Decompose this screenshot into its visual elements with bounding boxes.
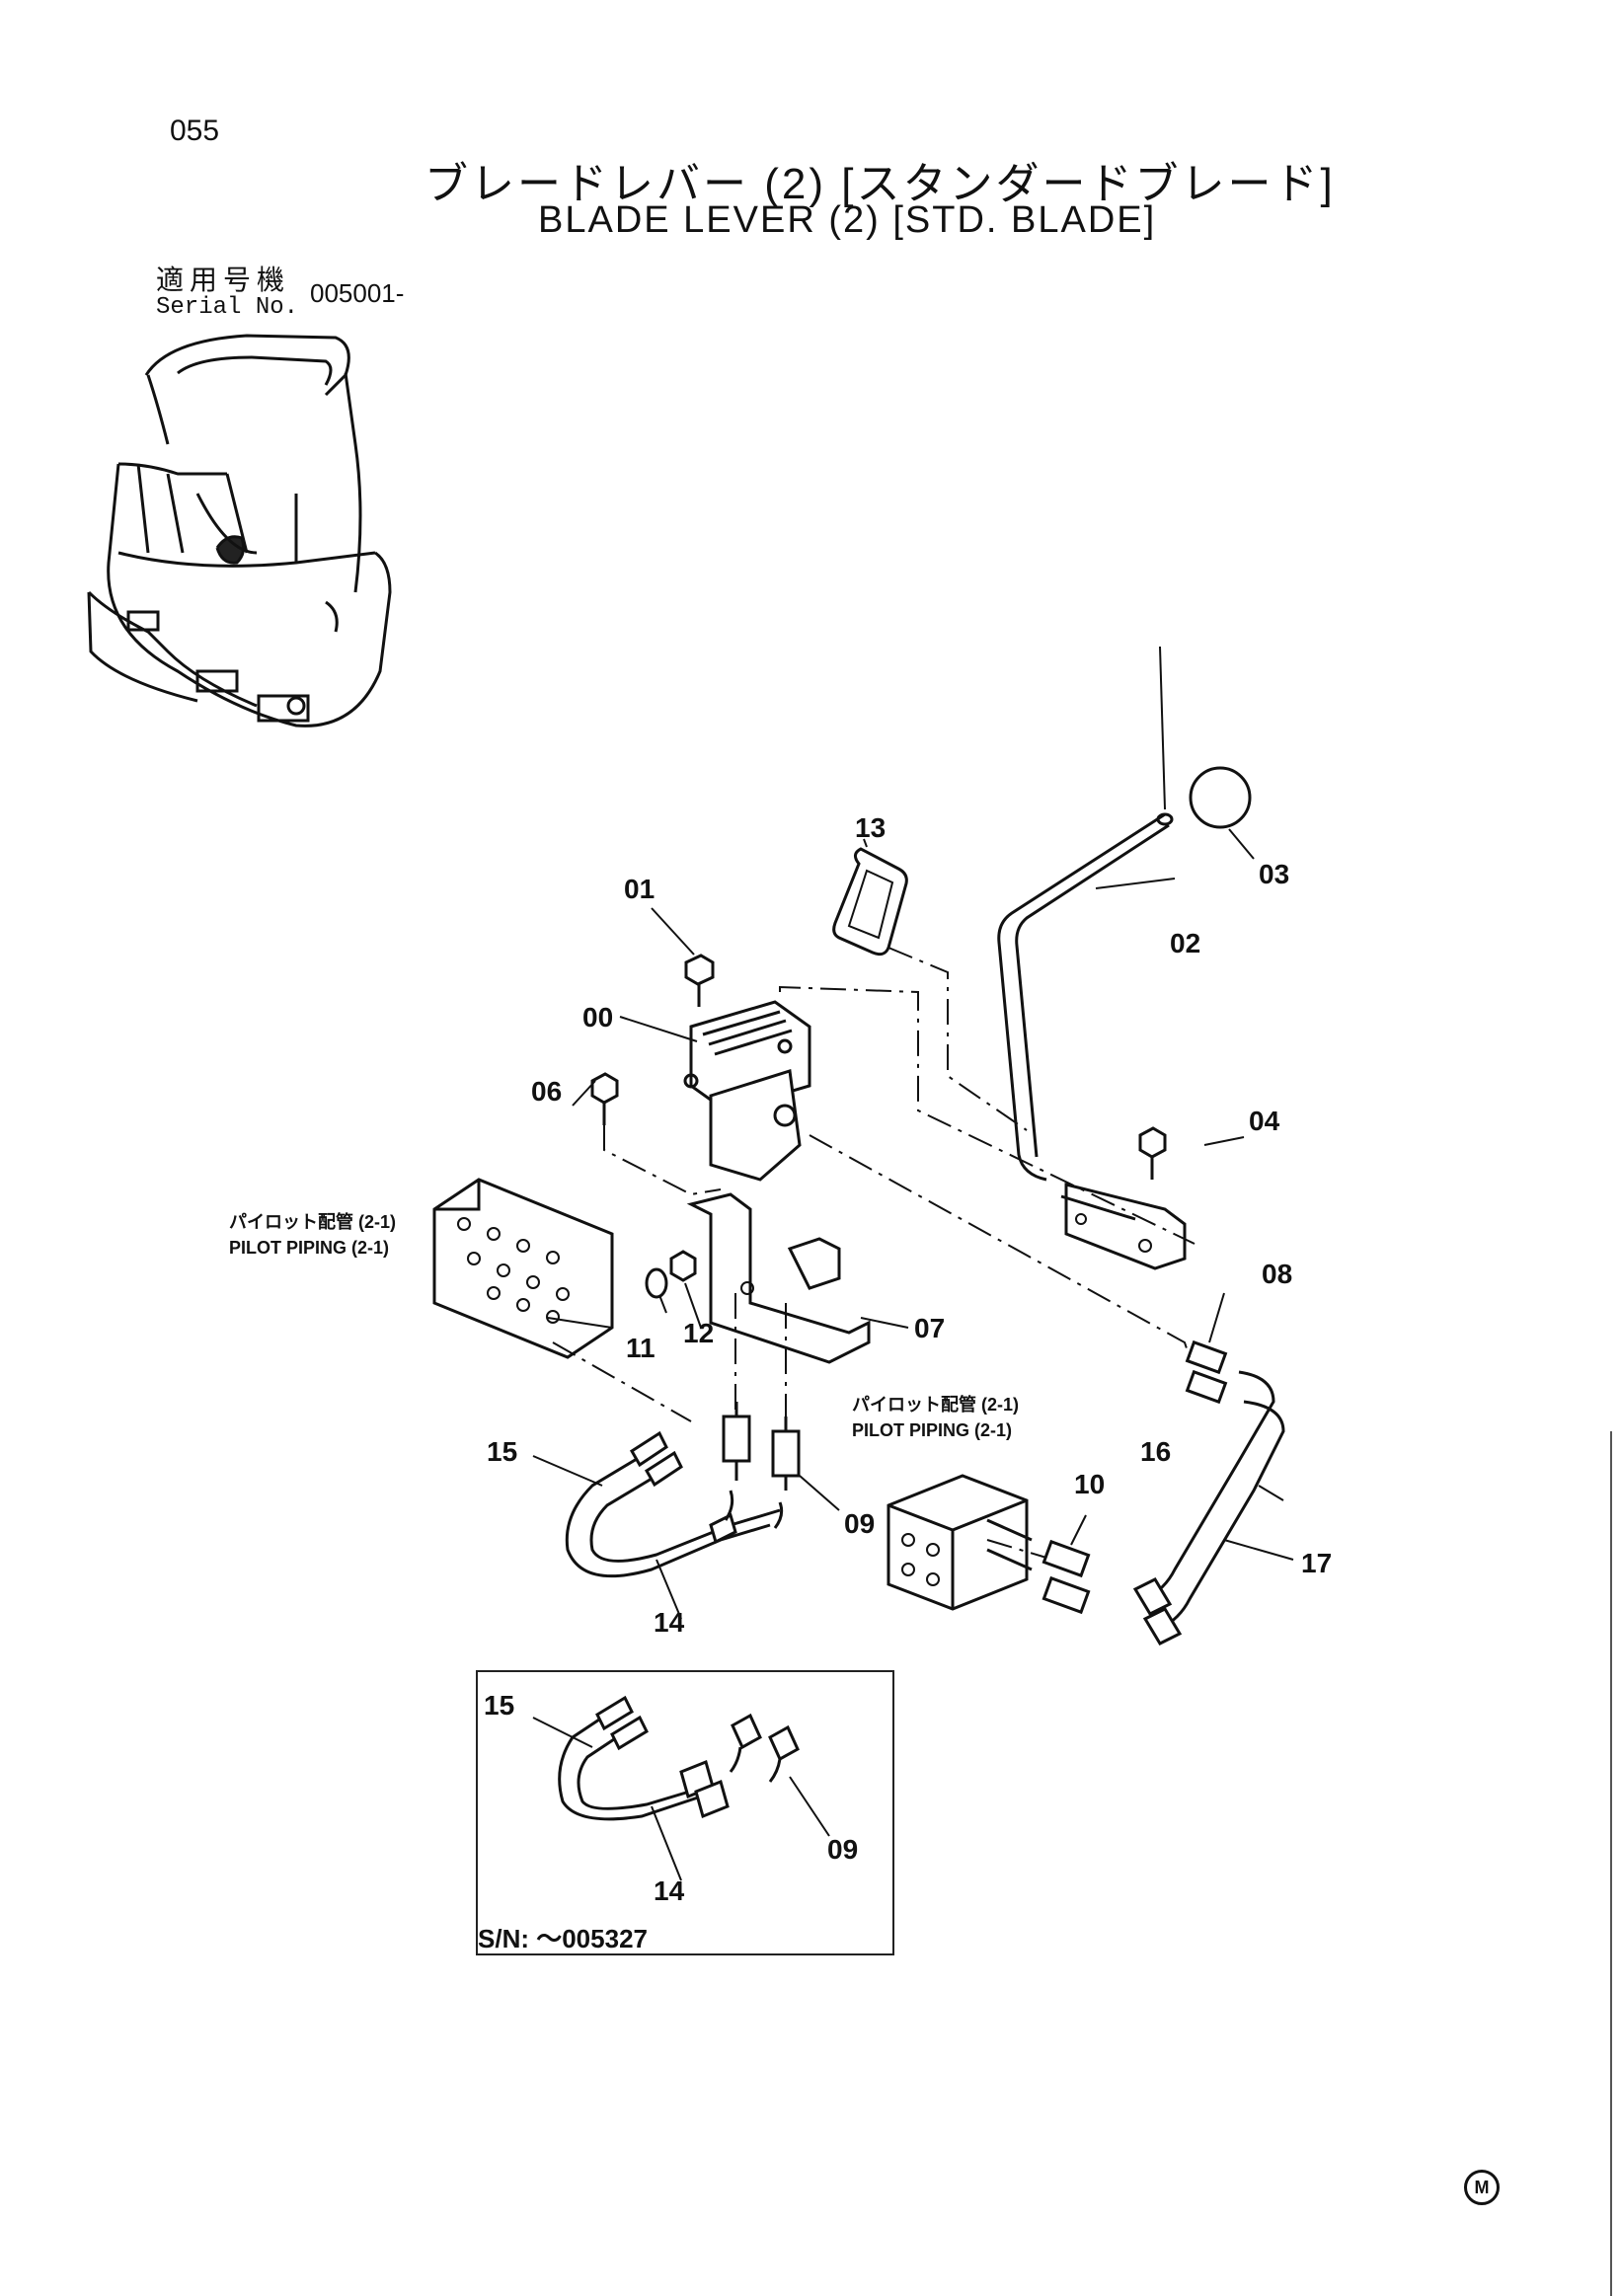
pilot-hoses-16-17 [1132, 1370, 1285, 1645]
xref-pilot-piping-right: パイロット配管 (2-1) PILOT PIPING (2-1) [852, 1392, 1019, 1443]
adapter-fittings [722, 1402, 801, 1491]
serial-label-japanese: 適用号機 [156, 265, 291, 295]
hex-nut [669, 1250, 697, 1282]
serial-label-english: Serial No. [156, 294, 299, 321]
inset-hose-detail [532, 1695, 830, 1881]
xref-right-japanese: パイロット配管 (2-1) [852, 1395, 1020, 1415]
hex-bolt-06 [590, 1072, 619, 1125]
serial-number-value: 005001- [310, 278, 405, 308]
pilot-block-left [432, 1178, 614, 1359]
inset-callout-14: 14 [654, 1875, 685, 1906]
page-title-japanese: ブレードレバー (2) [スタンダードブレード] [424, 160, 1336, 208]
connector-fittings-10 [1041, 1539, 1091, 1615]
callout-15: 15 [487, 1436, 518, 1467]
pilot-block-right [887, 1474, 1033, 1611]
xref-right-english: PILOT PIPING (2-1) [852, 1420, 1013, 1440]
callout-04: 04 [1249, 1106, 1280, 1136]
callout-10: 10 [1074, 1469, 1106, 1499]
callout-12: 12 [683, 1318, 715, 1348]
callout-00: 00 [582, 1002, 614, 1033]
callout-leader-lines [532, 646, 1294, 1620]
elbow-connectors-08 [1185, 1339, 1228, 1405]
callout-07: 07 [914, 1313, 946, 1343]
lever-knob [1189, 766, 1252, 829]
pilot-valve [683, 1000, 811, 1182]
callout-13: 13 [855, 812, 887, 843]
inset-callout-09: 09 [827, 1834, 859, 1865]
callout-09: 09 [844, 1508, 876, 1539]
maker-mark-icon: M [1464, 2170, 1500, 2205]
callout-06: 06 [531, 1076, 563, 1107]
inset-callout-15: 15 [484, 1690, 515, 1721]
washer [645, 1267, 668, 1299]
xref-pilot-piping-left: パイロット配管 (2-1) PILOT PIPING (2-1) [229, 1209, 396, 1261]
page-title-english: BLADE LEVER (2) [STD. BLADE] [538, 199, 1157, 241]
callout-03: 03 [1259, 859, 1290, 889]
rubber-boot-seal [832, 847, 908, 957]
inset-serial-range-label: S/N: ～005327 [478, 1924, 648, 1953]
hex-bolt-04 [1138, 1126, 1167, 1180]
xref-left-japanese: パイロット配管 (2-1) [229, 1212, 397, 1232]
callout-16: 16 [1140, 1436, 1172, 1467]
assembly-center-lines [552, 947, 1196, 1559]
xref-left-english: PILOT PIPING (2-1) [229, 1238, 390, 1258]
callout-01: 01 [624, 874, 656, 904]
page-number: 055 [170, 115, 220, 147]
callout-11: 11 [626, 1333, 656, 1363]
callout-02: 02 [1170, 928, 1201, 958]
inset-detail-box [476, 1670, 894, 1955]
pilot-hoses [565, 1430, 784, 1578]
hex-bolt-01 [684, 954, 715, 1007]
excavator-cab-illustration [87, 334, 392, 727]
callout-08: 08 [1262, 1259, 1293, 1289]
lever-bracket [1060, 1183, 1187, 1270]
callout-14: 14 [654, 1607, 685, 1638]
valve-mounting-bracket [686, 1192, 871, 1364]
lever-rod [997, 812, 1174, 1182]
callout-17: 17 [1301, 1548, 1333, 1578]
